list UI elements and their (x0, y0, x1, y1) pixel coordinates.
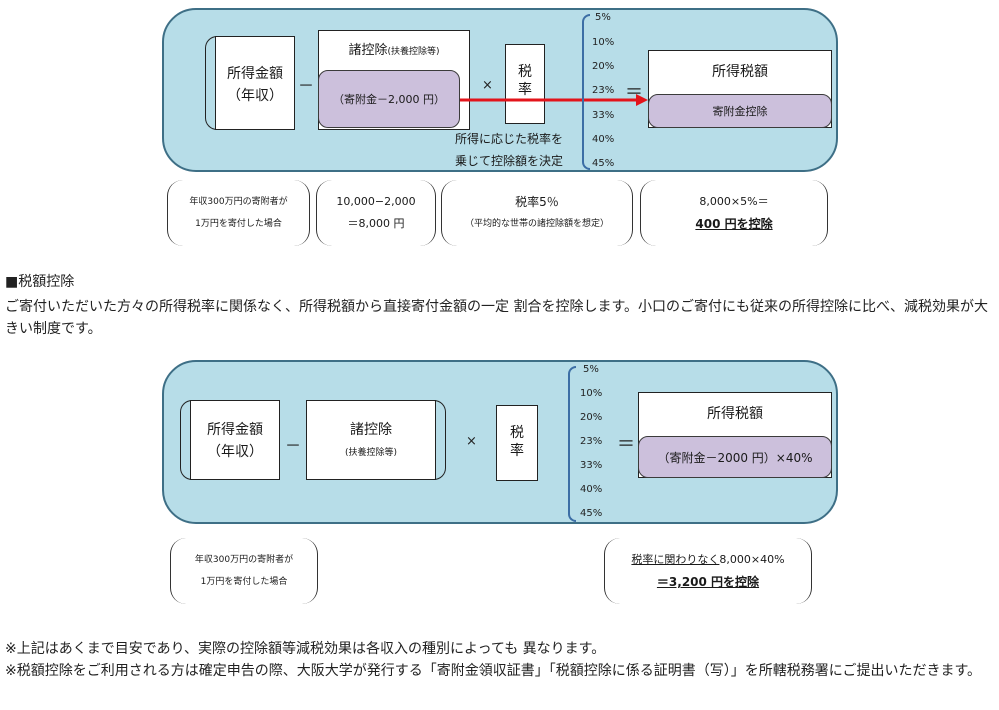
rate-bracket-2 (568, 366, 576, 522)
donation-box: （寄附金－2,000 円） (318, 70, 460, 128)
equals-operator: ＝ (625, 82, 643, 103)
rate2-45: 45% (580, 508, 603, 519)
rate-caption-line2: 乗じて控除額を決定 (455, 154, 564, 168)
income-line2: （年収） (227, 88, 283, 104)
deductions-sub-2: (扶養控除等) (344, 448, 398, 458)
deductions-sub: (扶養控除等) (387, 47, 440, 57)
example-note-3: 税率5％ （平均的な世帯の諸控除額を想定） (441, 180, 633, 246)
footnote-2: ※税額控除をご利用される方は確定申告の際、大阪大学が発行する「寄附金領収証書」「… (5, 663, 982, 679)
times-operator: × (482, 78, 493, 93)
minus-operator: － (298, 76, 315, 95)
income-line2-2: （年収） (207, 444, 263, 460)
tax-rate-box: 税率 (505, 44, 545, 124)
example-note-6: 税率に関わりなく8,000×40% ＝3,200 円を控除 (604, 538, 812, 604)
income-box: 所得金額 （年収） (215, 36, 295, 130)
income-tax-label: 所得税額 (712, 64, 768, 80)
rate-caption-line1: 所得に応じた税率を (455, 132, 564, 146)
deductions-box-2: 諸控除 (扶養控除等) (306, 400, 436, 480)
rate2-33: 33% (580, 460, 603, 471)
deductions-title-2: 諸控除 (350, 422, 392, 438)
rate-40: 40% (592, 134, 615, 145)
rate-23: 23% (592, 85, 615, 96)
rate-20: 20% (592, 61, 615, 72)
income-line1: 所得金額 (227, 66, 283, 82)
rate-45: 45% (592, 158, 615, 169)
minus-operator-2: － (285, 436, 302, 455)
income-tax-label-2: 所得税額 (707, 406, 763, 422)
equals-operator-2: ＝ (617, 434, 635, 455)
tax-rate-label-2: 税率 (510, 425, 524, 459)
rate2-10: 10% (580, 388, 603, 399)
rate2-23: 23% (580, 436, 603, 447)
rate-caption: 所得に応じた税率を 乗じて控除額を決定 (455, 128, 563, 172)
income-box-2: 所得金額 （年収） (190, 400, 280, 480)
rate2-40: 40% (580, 484, 603, 495)
example-note-4: 8,000×5%＝ 400 円を控除 (640, 180, 828, 246)
deduction-arrow (460, 94, 648, 106)
example-note-1: 年収300万円の寄附者が 1万円を寄付した場合 (167, 180, 310, 246)
rate-33: 33% (592, 110, 615, 121)
tax-rate-box-2: 税率 (496, 405, 538, 481)
example-note-2: 10,000−2,000 ＝8,000 円 (316, 180, 436, 246)
income-line1-2: 所得金額 (207, 422, 263, 438)
donation-deduction-box: 寄附金控除 (648, 94, 832, 128)
section-body: ご寄付いただいた方々の所得税率に関係なく、所得税額から直接寄付金額の一定 割合を… (5, 299, 989, 337)
rate-10: 10% (592, 37, 615, 48)
rate-bracket (582, 14, 590, 170)
footnote-1: ※上記はあくまで目安であり、実際の控除額等減税効果は各収入の種別によっても 異な… (5, 641, 606, 657)
example-note-5: 年収300万円の寄附者が 1万円を寄付した場合 (170, 538, 318, 604)
credit-box: （寄附金－2000 円）×40% (638, 436, 832, 478)
section-heading: ■税額控除 (5, 274, 75, 290)
rate-5: 5% (595, 12, 611, 23)
deductions-title: 諸控除 (348, 43, 388, 58)
tax-rate-label: 税率 (518, 64, 532, 98)
times-operator-2: × (466, 434, 477, 449)
rate2-20: 20% (580, 412, 603, 423)
rate2-5: 5% (583, 364, 599, 375)
deductions-paren-right-2 (434, 400, 446, 480)
